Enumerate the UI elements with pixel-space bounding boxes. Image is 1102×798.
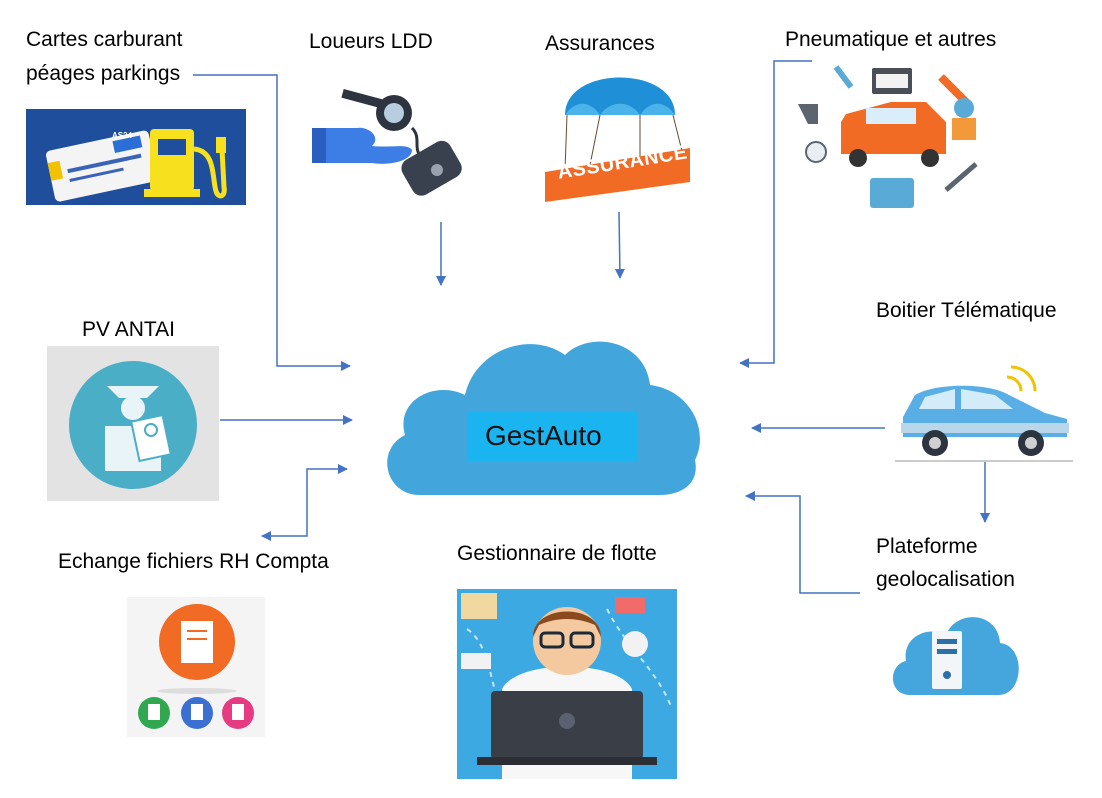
fuel-card-icon xyxy=(46,129,227,202)
plateforme-label-line1: Plateforme xyxy=(876,535,978,558)
gestauto-label: GestAuto xyxy=(485,420,602,451)
cartes-label-line2: péages parkings xyxy=(26,62,181,85)
arrow-pneumatique-to-cloud xyxy=(739,60,812,368)
echange-label: Echange fichiers RH Compta xyxy=(58,550,329,573)
pv-image xyxy=(47,346,219,501)
gestauto-label-box[interactable]: GestAuto xyxy=(467,411,638,461)
file-exchange-icon xyxy=(127,597,265,737)
pv-label: PV ANTAI xyxy=(82,318,175,341)
police-officer-icon xyxy=(69,361,197,489)
arrow-echange-cloud xyxy=(261,464,348,541)
arrow-assurances-to-cloud xyxy=(614,211,625,279)
parachute-icon xyxy=(545,77,690,202)
cloud-server-icon xyxy=(892,617,1019,695)
fleet-manager-image xyxy=(457,589,677,779)
loueurs-label: Loueurs LDD xyxy=(309,30,433,53)
plateforme-label-line2: geolocalisation xyxy=(876,568,1015,591)
pneumatique-label: Pneumatique et autres xyxy=(785,28,997,51)
connected-car-icon xyxy=(895,365,1073,462)
fleet-manager-icon xyxy=(461,593,673,779)
boitier-label: Boitier Télématique xyxy=(876,299,1057,322)
cartes-label-line1: Cartes carburant xyxy=(26,28,183,51)
arrow-plateforme-to-cloud xyxy=(745,491,860,594)
card-badge: AS24 xyxy=(112,131,133,140)
arrow-cartes-to-cloud xyxy=(193,74,351,371)
mechanic-services-icon xyxy=(798,65,978,208)
fuel-card-image: AS24 xyxy=(26,109,246,205)
car-keys-hand-icon xyxy=(312,88,462,196)
gestionnaire-label: Gestionnaire de flotte xyxy=(457,542,657,565)
assurances-label: Assurances xyxy=(545,32,655,55)
